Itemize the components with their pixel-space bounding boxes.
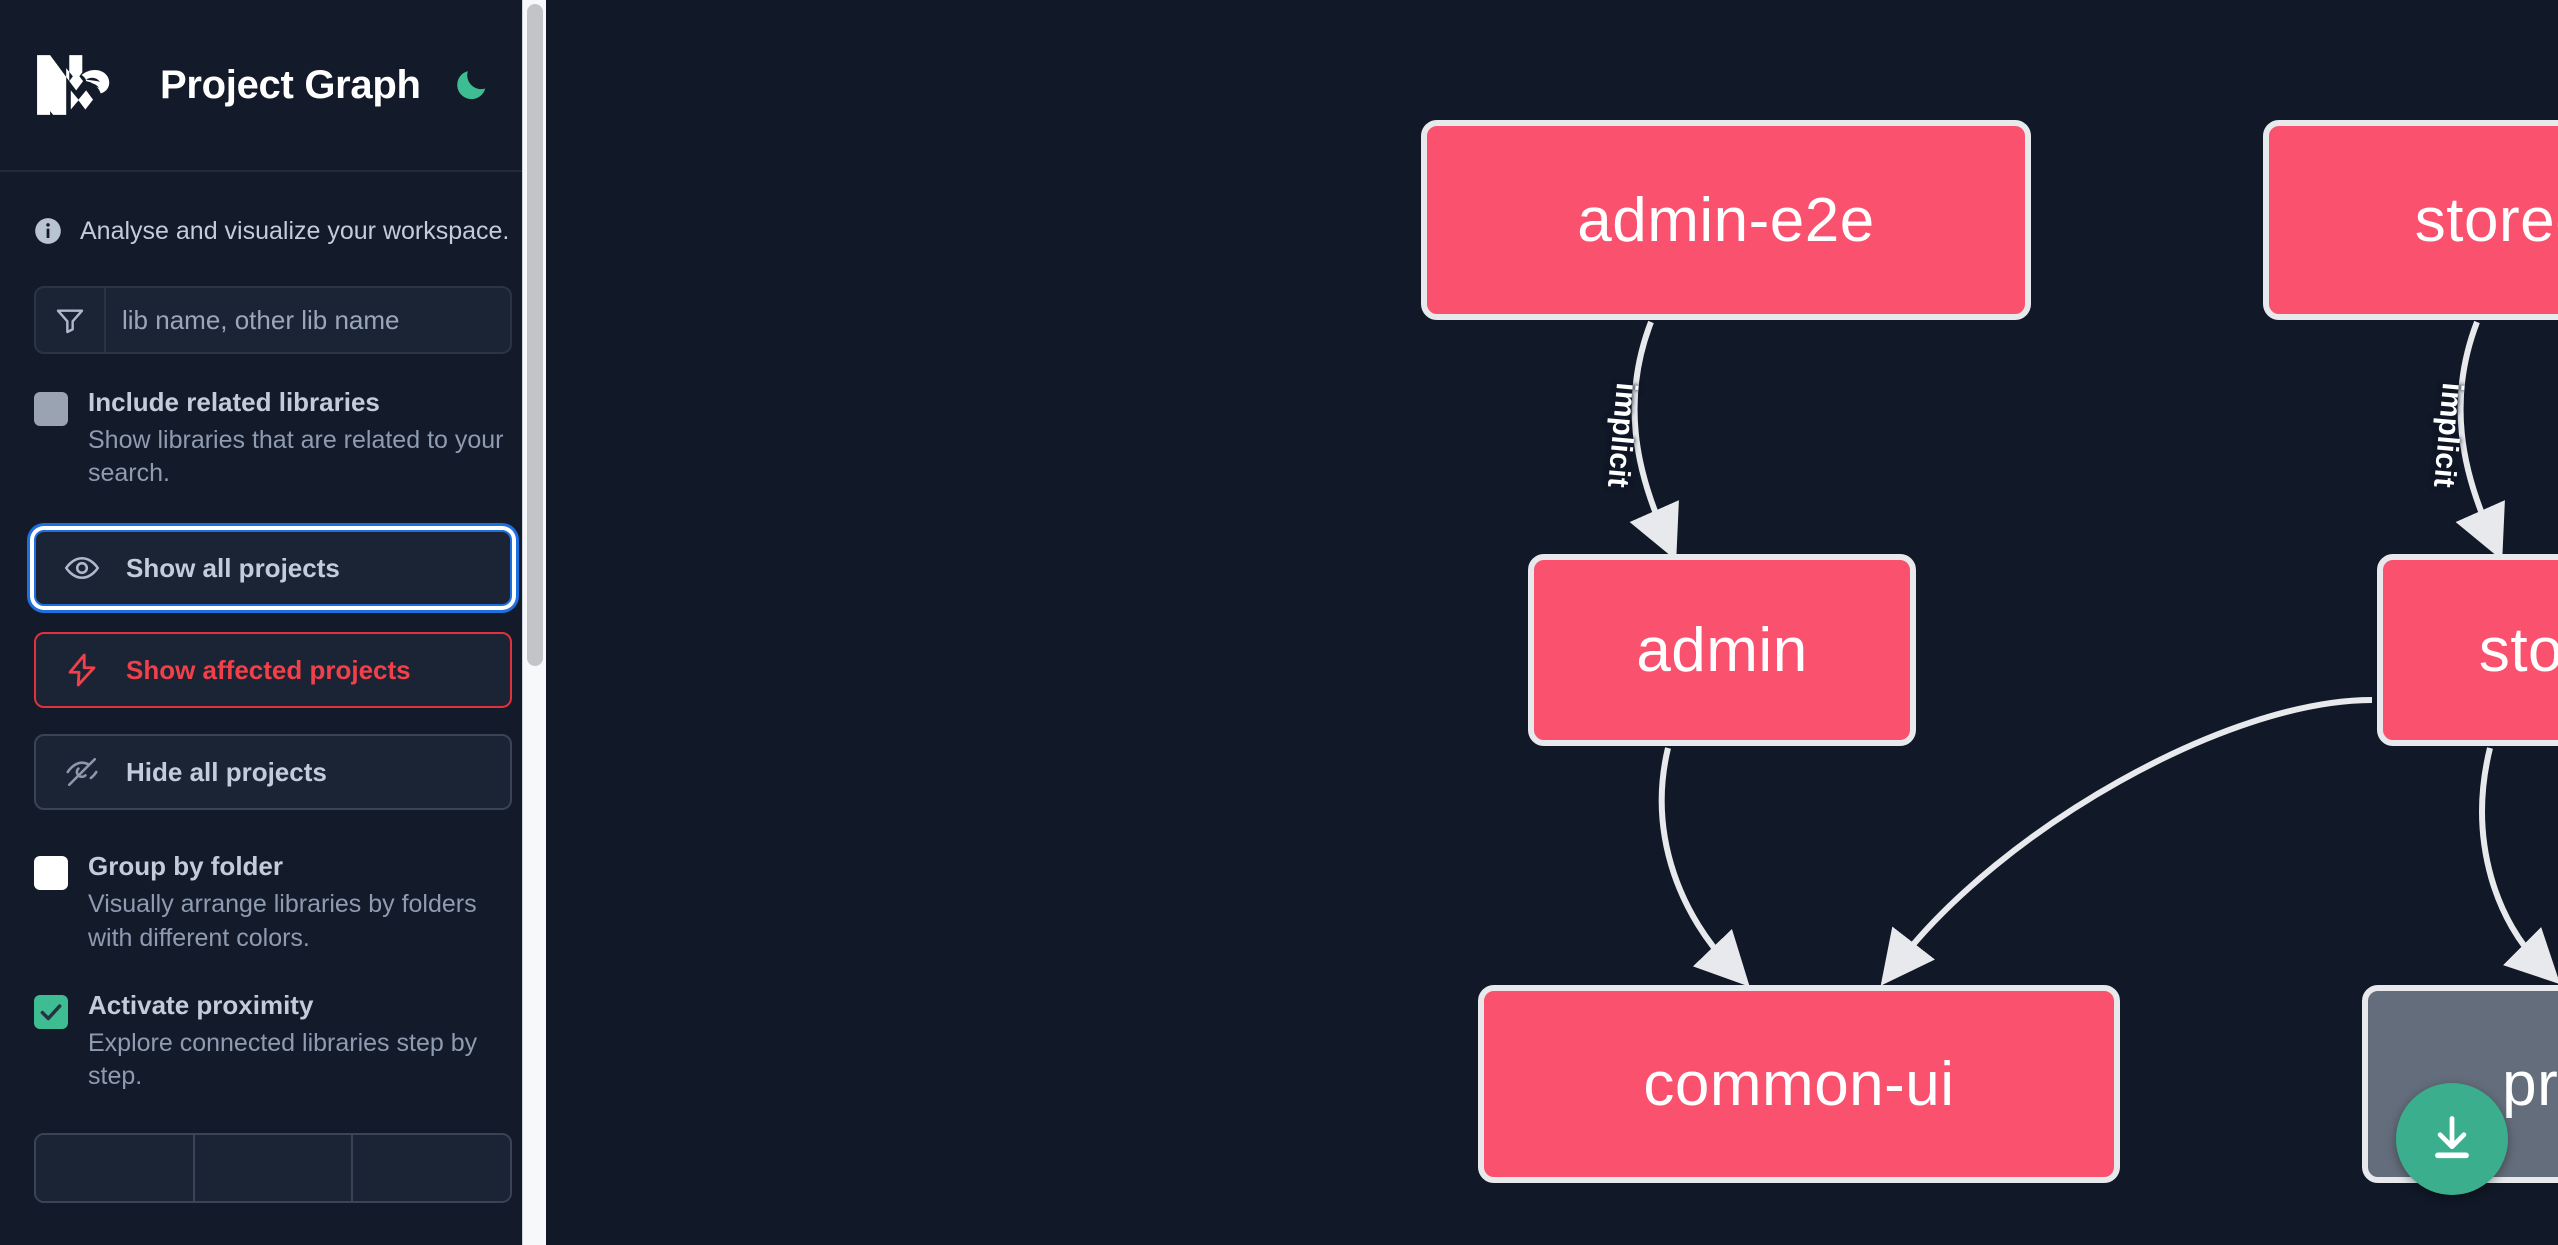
- option-title: Group by folder: [88, 851, 283, 882]
- hide-all-projects-label: Hide all projects: [126, 756, 327, 787]
- graph-canvas[interactable]: implicit implicit admin-e2e store-e2e ad…: [546, 0, 2558, 1245]
- option-description: Visually arrange libraries by folders wi…: [88, 890, 477, 952]
- show-affected-projects-label: Show affected projects: [126, 654, 411, 685]
- edge-store-to-common-ui: [1880, 697, 2373, 986]
- graph-node-admin-e2e[interactable]: admin-e2e: [1421, 120, 2031, 320]
- lightning-bolt-icon: [64, 652, 100, 688]
- workspace-info-text: Analyse and visualize your workspace.: [80, 216, 510, 245]
- graph-node-label: common-ui: [1643, 1049, 1955, 1119]
- graph-edges: [1629, 320, 2558, 987]
- sidebar-header: Project Graph: [0, 0, 546, 172]
- group-by-folder-checkbox[interactable]: [34, 856, 68, 891]
- option-title: Include related libraries: [88, 387, 380, 417]
- segment-2[interactable]: [194, 1135, 354, 1202]
- graph-node-admin[interactable]: admin: [1528, 554, 1916, 746]
- download-icon: [2426, 1112, 2478, 1167]
- graph-node-common-ui[interactable]: common-ui: [1478, 985, 2120, 1183]
- filter-funnel-icon: [36, 288, 106, 352]
- sidebar-body: Analyse and visualize your workspace. In…: [0, 172, 546, 1204]
- graph-node-label: admin-e2e: [1577, 185, 1875, 255]
- sidebar: Project Graph Analyse and visualize your…: [0, 0, 546, 1245]
- edge-store-to-products: [2479, 747, 2558, 985]
- graph-node-label: products: [2502, 1049, 2558, 1119]
- workspace-info: Analyse and visualize your workspace.: [34, 172, 512, 258]
- option-activate-proximity[interactable]: Activate proximity Explore connected lib…: [34, 989, 512, 1093]
- edge-admin-to-common-ui: [1658, 747, 1750, 987]
- show-all-projects-label: Show all projects: [126, 552, 340, 583]
- moon-icon[interactable]: [449, 63, 493, 107]
- hide-all-projects-button[interactable]: Hide all projects: [34, 734, 512, 811]
- eye-icon: [64, 550, 100, 586]
- graph-node-label: admin: [1636, 615, 1808, 685]
- graph-node-label: store-e2e: [2414, 185, 2558, 255]
- sidebar-scrollbar-thumb[interactable]: [527, 4, 543, 666]
- graph-node-label: store: [2478, 615, 2558, 685]
- show-all-projects-button[interactable]: Show all projects: [34, 530, 512, 607]
- info-circle-icon: [34, 217, 62, 245]
- show-affected-projects-button[interactable]: Show affected projects: [34, 632, 512, 709]
- option-description: Explore connected libraries step by step…: [88, 1028, 478, 1090]
- graph-node-store[interactable]: store: [2377, 554, 2558, 746]
- search-input[interactable]: [106, 288, 510, 352]
- include-related-libraries-checkbox[interactable]: [34, 392, 68, 426]
- option-description: Show libraries that are related to your …: [88, 425, 504, 488]
- page-title: Project Graph: [160, 62, 421, 107]
- download-graph-button[interactable]: [2396, 1083, 2508, 1195]
- nx-logo-icon: [34, 52, 126, 118]
- segment-1[interactable]: [36, 1135, 195, 1202]
- sidebar-scrollbar[interactable]: [522, 0, 546, 1245]
- eye-off-icon: [64, 754, 100, 790]
- edge-store-e2e-to-store: [2455, 320, 2505, 561]
- option-include-related-libraries[interactable]: Include related libraries Show libraries…: [34, 387, 512, 490]
- check-icon: [40, 1004, 62, 1021]
- search-field[interactable]: [34, 286, 512, 354]
- segment-3[interactable]: [353, 1135, 510, 1202]
- option-title: Activate proximity: [88, 989, 314, 1020]
- bottom-segmented-control[interactable]: [34, 1133, 512, 1204]
- option-group-by-folder[interactable]: Group by folder Visually arrange librari…: [34, 851, 512, 954]
- edge-admin-e2e-to-admin: [1629, 320, 1679, 561]
- graph-node-store-e2e[interactable]: store-e2e: [2263, 120, 2558, 320]
- projects-button-group: Show all projects Show affected projects: [34, 530, 512, 811]
- activate-proximity-checkbox[interactable]: [34, 994, 68, 1029]
